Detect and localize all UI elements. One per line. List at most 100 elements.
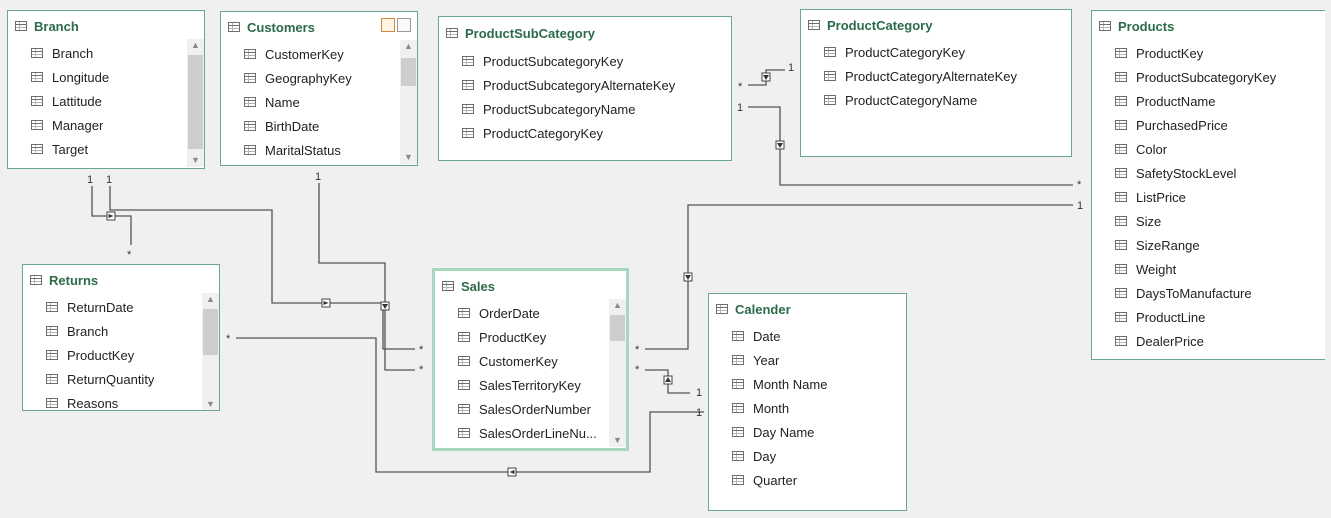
field-row[interactable]: ListPrice	[1092, 185, 1325, 209]
field-row[interactable]: Date	[709, 324, 906, 348]
field-icon	[1115, 96, 1127, 106]
field-row[interactable]: SalesOrderLineNu...	[435, 421, 626, 445]
field-row[interactable]: Month Name	[709, 372, 906, 396]
field-row[interactable]: ProductSubcategoryAlternateKey	[439, 73, 731, 97]
field-row[interactable]: Longitude	[8, 65, 204, 89]
field-row[interactable]: DaysToManufacture	[1092, 281, 1325, 305]
field-row[interactable]: ProductSubcategoryName	[439, 97, 731, 121]
field-row[interactable]: Size	[1092, 209, 1325, 233]
field-name: SalesTerritoryKey	[479, 377, 581, 393]
field-row[interactable]: SalesTerritoryKey	[435, 373, 626, 397]
field-icon	[732, 331, 744, 341]
scroll-up-icon[interactable]: ▲	[404, 41, 413, 51]
field-row[interactable]: ProductCategoryName	[801, 88, 1071, 112]
field-row[interactable]: ProductKey	[435, 325, 626, 349]
field-row[interactable]: Day Name	[709, 420, 906, 444]
scroll-down-icon[interactable]: ▼	[613, 435, 622, 445]
field-row[interactable]: ReturnQuantity	[23, 367, 219, 391]
field-row[interactable]: CustomerKey	[221, 42, 417, 66]
field-row[interactable]: DealerPrice	[1092, 329, 1325, 353]
scrollbar[interactable]: ▲ ▼	[609, 299, 626, 447]
table-header[interactable]: ProductSubCategory	[439, 17, 731, 49]
field-row[interactable]: ProductKey	[23, 343, 219, 367]
field-row[interactable]: Target	[8, 137, 204, 161]
scroll-up-icon[interactable]: ▲	[191, 40, 200, 50]
relationship-customers-sales[interactable]	[318, 183, 415, 371]
scroll-thumb[interactable]	[401, 58, 416, 86]
field-name: SalesOrderNumber	[479, 401, 591, 417]
hierarchy-icon[interactable]	[381, 18, 395, 32]
field-name: CustomerKey	[479, 353, 558, 369]
field-row[interactable]: ProductCategoryKey	[801, 40, 1071, 64]
scroll-thumb[interactable]	[203, 309, 218, 355]
field-row[interactable]: ProductLine	[1092, 305, 1325, 329]
field-row[interactable]: ProductSubcategoryKey	[439, 49, 731, 73]
cardinality-one-label: 1	[1077, 200, 1084, 212]
scrollbar[interactable]: ▲ ▼	[187, 39, 204, 167]
table-header[interactable]: Customers	[221, 12, 417, 42]
table-header[interactable]: Returns	[23, 265, 219, 295]
table-title: Returns	[49, 272, 99, 288]
field-row[interactable]: Lattitude	[8, 89, 204, 113]
field-icon	[458, 356, 470, 366]
field-name: ProductKey	[479, 329, 547, 345]
field-row[interactable]: SalesOrderNumber	[435, 397, 626, 421]
field-row[interactable]: Quarter	[709, 468, 906, 492]
field-name: Size	[1136, 213, 1162, 229]
scrollbar[interactable]: ▲ ▼	[202, 293, 219, 410]
field-row[interactable]: SafetyStockLevel	[1092, 161, 1325, 185]
field-row[interactable]: MaritalStatus	[221, 138, 417, 162]
table-returns[interactable]: Returns ReturnDate Branch ProductKey Ret…	[22, 264, 220, 411]
table-header[interactable]: Products	[1092, 11, 1325, 41]
table-header[interactable]: Calender	[709, 294, 906, 324]
relationship-sales-calender[interactable]	[645, 369, 690, 394]
table-products[interactable]: Products ProductKey ProductSubcategoryKe…	[1091, 10, 1325, 360]
cardinality-many-label: *	[419, 344, 424, 356]
field-row[interactable]: BirthDate	[221, 114, 417, 138]
table-customers[interactable]: Customers CustomerKey GeographyKey Name …	[220, 11, 418, 166]
field-row[interactable]: ProductCategoryAlternateKey	[801, 64, 1071, 88]
table-calender[interactable]: Calender Date Year Month Name Month Day …	[708, 293, 907, 511]
scroll-thumb[interactable]	[610, 315, 625, 341]
scroll-thumb[interactable]	[188, 55, 203, 149]
field-row[interactable]: ProductSubcategoryKey	[1092, 65, 1325, 89]
maximize-icon[interactable]	[397, 18, 411, 32]
field-name: SafetyStockLevel	[1136, 165, 1237, 181]
table-header[interactable]: ProductCategory	[801, 10, 1071, 40]
field-row[interactable]: Manager	[8, 113, 204, 137]
table-productsubcategory[interactable]: ProductSubCategory ProductSubcategoryKey…	[438, 16, 732, 161]
field-row[interactable]: ProductName	[1092, 89, 1325, 113]
relationship-subcategory-category[interactable]	[748, 69, 785, 86]
field-row[interactable]: Color	[1092, 137, 1325, 161]
field-icon	[732, 427, 744, 437]
field-row[interactable]: ProductKey	[1092, 41, 1325, 65]
table-branch[interactable]: Branch Branch Longitude Lattitude Manage…	[7, 10, 205, 169]
field-row[interactable]: PurchasedPrice	[1092, 113, 1325, 137]
field-row[interactable]: Branch	[23, 319, 219, 343]
scroll-up-icon[interactable]: ▲	[206, 294, 215, 304]
field-row[interactable]: OrderDate	[435, 301, 626, 325]
field-row[interactable]: Name	[221, 90, 417, 114]
field-row[interactable]: Month	[709, 396, 906, 420]
field-row[interactable]: CustomerKey	[435, 349, 626, 373]
scroll-down-icon[interactable]: ▼	[191, 155, 200, 165]
table-header[interactable]: Branch	[8, 11, 204, 41]
scroll-down-icon[interactable]: ▼	[404, 152, 413, 162]
field-icon	[46, 302, 58, 312]
field-row[interactable]: Day	[709, 444, 906, 468]
field-row[interactable]: GeographyKey	[221, 66, 417, 90]
relationship-branch-returns[interactable]	[91, 186, 132, 245]
table-header[interactable]: Sales	[435, 271, 626, 301]
scrollbar[interactable]: ▲ ▼	[400, 40, 417, 164]
scroll-up-icon[interactable]: ▲	[613, 300, 622, 310]
table-productcategory[interactable]: ProductCategory ProductCategoryKey Produ…	[800, 9, 1072, 157]
field-row[interactable]: ReturnDate	[23, 295, 219, 319]
scroll-down-icon[interactable]: ▼	[206, 399, 215, 409]
field-row[interactable]: SizeRange	[1092, 233, 1325, 257]
field-row[interactable]: Year	[709, 348, 906, 372]
field-row[interactable]: Weight	[1092, 257, 1325, 281]
field-row[interactable]: Reasons	[23, 391, 219, 410]
field-row[interactable]: ProductCategoryKey	[439, 121, 731, 145]
field-row[interactable]: Branch	[8, 41, 204, 65]
table-sales[interactable]: Sales OrderDate ProductKey CustomerKey S…	[432, 268, 629, 451]
